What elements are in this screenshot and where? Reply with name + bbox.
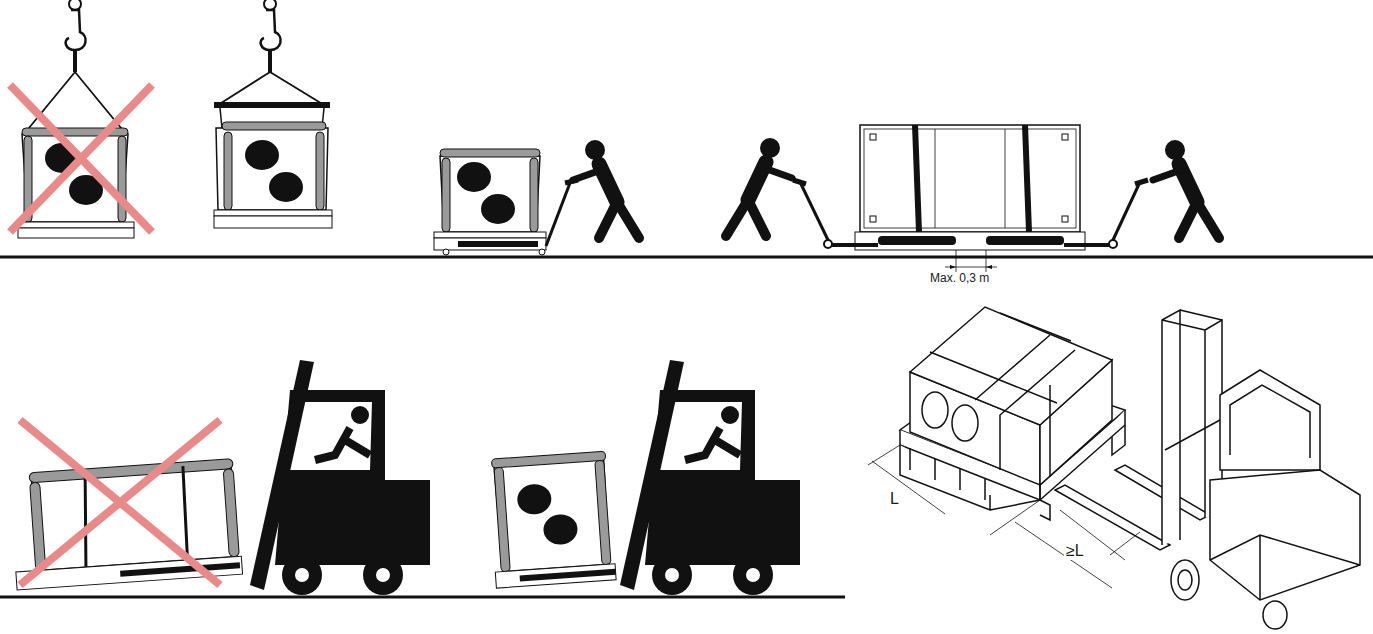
pallet-truck-short xyxy=(434,140,639,255)
dimension-label: Max. 0,3 m xyxy=(928,272,991,285)
dimension-label: ≥L xyxy=(1064,542,1086,560)
isometric-forklift xyxy=(868,307,1360,629)
dimension-label: L xyxy=(888,490,901,508)
ground-line xyxy=(0,596,845,599)
crane-lift-correct xyxy=(214,0,332,228)
forklift-wrong xyxy=(9,360,430,595)
crane-lift-wrong xyxy=(10,0,152,238)
forklift-correct xyxy=(487,360,800,595)
pallet-trucks-long xyxy=(726,125,1219,272)
ground-line xyxy=(0,256,1373,259)
